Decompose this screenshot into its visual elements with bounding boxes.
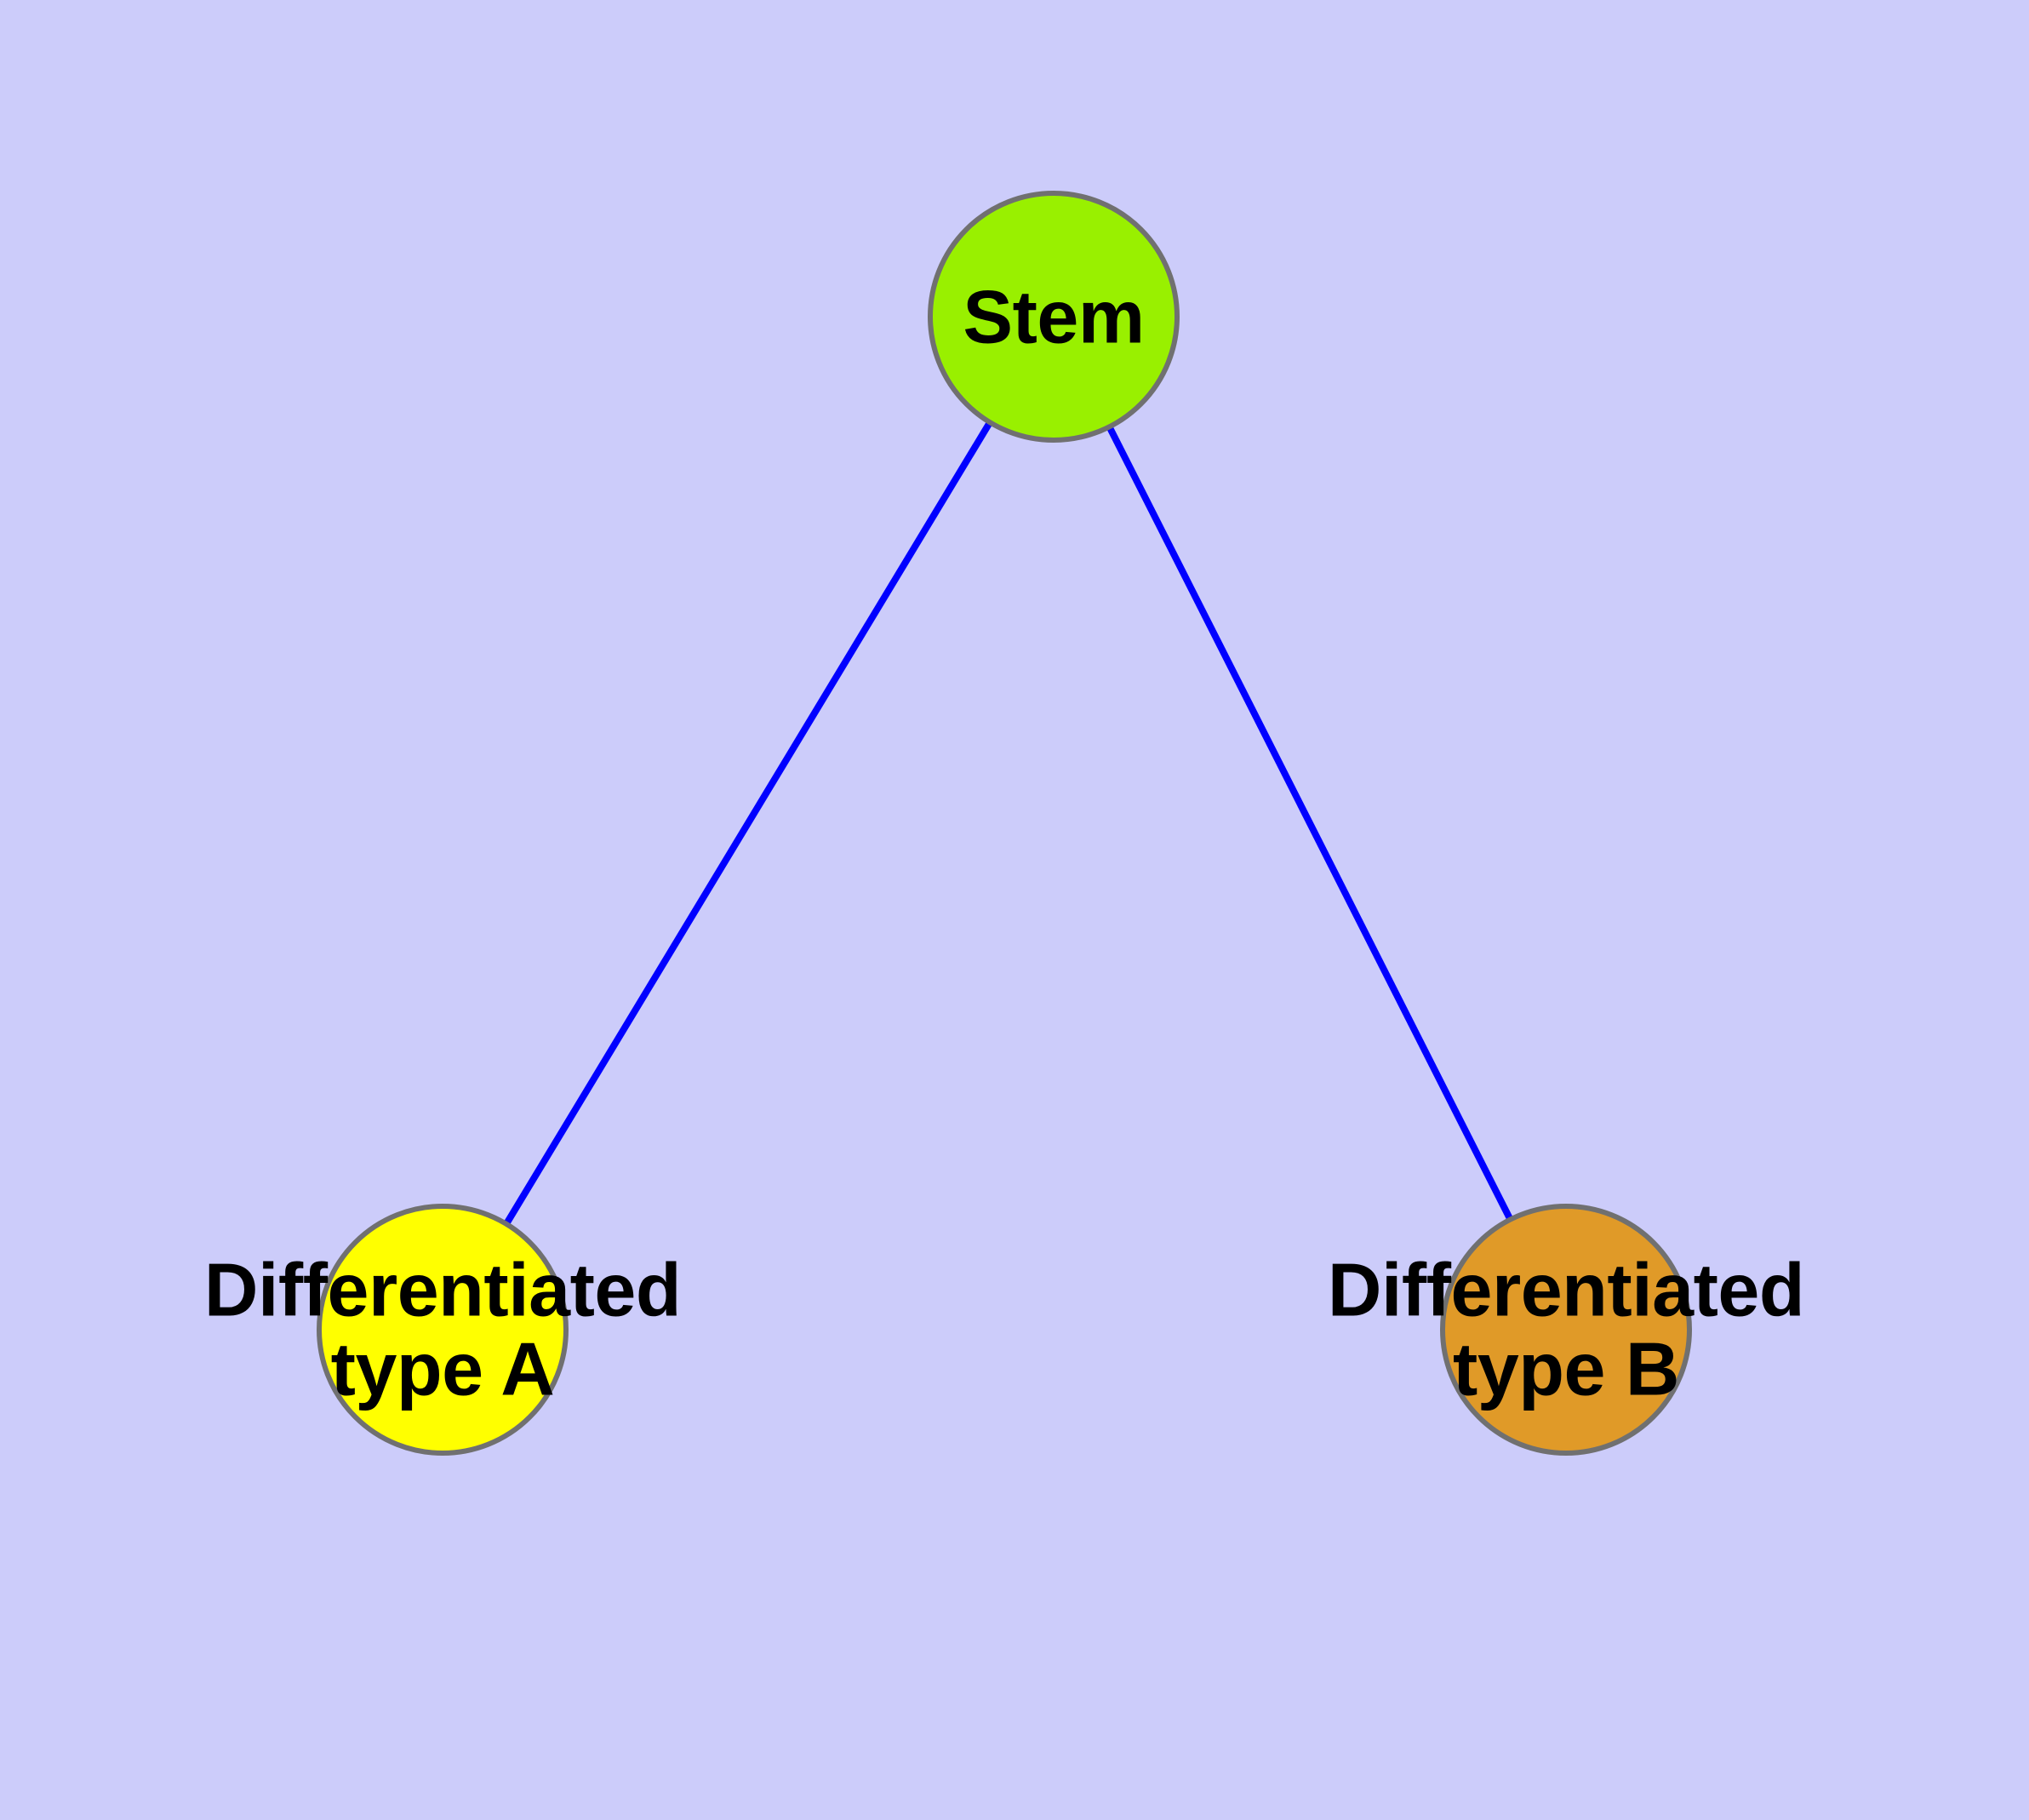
node-stem[interactable]: [928, 191, 1180, 443]
node-diff_a[interactable]: [317, 1204, 569, 1456]
edge-stem-diff-a[interactable]: [439, 314, 1057, 1332]
edges-group: [439, 314, 1569, 1332]
node-diff_b[interactable]: [1440, 1204, 1692, 1456]
edge-stem-diff-b[interactable]: [1050, 315, 1569, 1331]
